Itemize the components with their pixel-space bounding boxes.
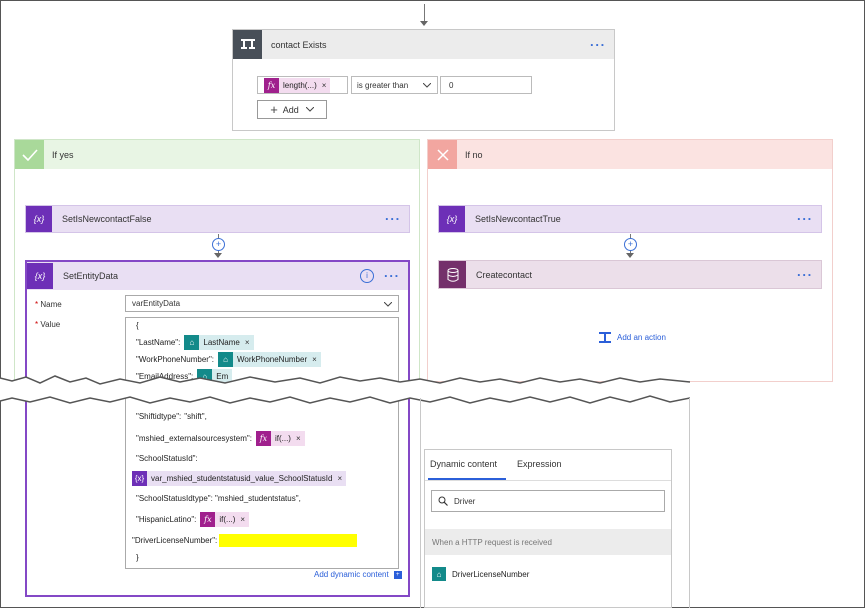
- top-connector: [424, 4, 425, 22]
- if-no-header: If no: [428, 140, 832, 169]
- json-line-schoolstatustype: "SchoolStatusIdtype": "mshied_studentsta…: [136, 494, 301, 503]
- if-no-label: If no: [465, 149, 483, 160]
- more-options-icon[interactable]: ···: [797, 267, 813, 282]
- value-editor[interactable]: { "LastName": ⌂LastName× "WorkPhoneNumbe…: [125, 317, 399, 569]
- json-line-workphone: "WorkPhoneNumber": ⌂WorkPhoneNumber×: [136, 352, 321, 367]
- fx-icon: fx: [200, 512, 216, 527]
- variable-icon: {x}: [132, 471, 147, 486]
- active-tab-indicator: [428, 478, 506, 480]
- condition-header[interactable]: contact Exists ···: [233, 30, 614, 59]
- if-yes-header: If yes: [15, 140, 419, 169]
- value-label: * Value: [35, 320, 61, 329]
- dynamic-content-panel: Dynamic content Expression Driver When a…: [424, 449, 672, 608]
- remove-token-icon[interactable]: ×: [240, 515, 246, 524]
- name-select[interactable]: varEntityData: [125, 295, 399, 312]
- chevron-down-icon: [384, 302, 392, 307]
- plus-icon: +: [270, 102, 278, 117]
- chevron-down-icon: [305, 107, 314, 112]
- fx-icon: fx: [264, 77, 279, 93]
- json-open-brace: {: [136, 321, 139, 330]
- no-arrowhead: [626, 253, 634, 258]
- insert-step-icon[interactable]: +: [212, 238, 225, 251]
- trigger-section-header: When a HTTP request is received: [425, 529, 671, 555]
- json-close-brace: }: [136, 553, 139, 562]
- schoolstatus-variable-token[interactable]: {x}var_mshied_studentstatusid_value_Scho…: [132, 471, 347, 486]
- lower-container-border: [420, 398, 690, 608]
- json-line-driverlicense: "DriverLicenseNumber":: [132, 534, 358, 547]
- remove-token-icon[interactable]: ×: [312, 355, 317, 364]
- http-trigger-icon: ⌂: [218, 352, 234, 367]
- if-yes-label: If yes: [52, 149, 74, 160]
- add-an-action-link[interactable]: Add an action: [599, 332, 666, 343]
- more-options-icon[interactable]: ···: [384, 268, 400, 284]
- add-dynamic-content-link[interactable]: Add dynamic content +: [314, 570, 402, 579]
- tab-divider: [425, 480, 671, 481]
- set-entity-data-header[interactable]: {x} SetEntityData i ···: [27, 262, 408, 290]
- chevron-down-icon: [423, 83, 431, 88]
- tab-expression[interactable]: Expression: [517, 459, 562, 469]
- info-icon[interactable]: i: [360, 269, 374, 283]
- highlighted-insert-area[interactable]: [219, 534, 358, 547]
- json-line-schoolstatus-var: {x}var_mshied_studentstatusid_value_Scho…: [132, 471, 347, 486]
- variable-icon: {x}: [439, 206, 465, 232]
- remove-token-icon[interactable]: ×: [295, 434, 301, 443]
- variable-icon: {x}: [27, 263, 53, 289]
- http-trigger-icon: ⌂: [184, 335, 200, 350]
- json-line-shift: "Shiftidtype": "shift",: [136, 412, 207, 421]
- torn-edge-splice: [0, 375, 690, 404]
- compare-value-input[interactable]: 0: [440, 76, 532, 94]
- operator-select[interactable]: is greater than: [351, 76, 438, 94]
- more-options-icon[interactable]: ···: [385, 211, 401, 227]
- check-icon: [15, 140, 44, 169]
- dynamic-content-icon: +: [393, 570, 402, 579]
- search-icon: [438, 496, 448, 506]
- workphone-token[interactable]: ⌂WorkPhoneNumber×: [218, 352, 321, 367]
- json-line-lastname: "LastName": ⌂LastName×: [136, 335, 254, 350]
- json-line-schoolstatusid: "SchoolStatusId":: [136, 454, 198, 463]
- http-trigger-icon: ⌂: [432, 567, 446, 581]
- top-arrowhead: [420, 21, 428, 26]
- variable-icon: {x}: [26, 206, 52, 232]
- add-action-icon: [599, 332, 611, 343]
- fx-icon: fx: [255, 431, 271, 446]
- database-icon: [439, 261, 466, 288]
- close-icon: [428, 140, 457, 169]
- tab-dynamic-content[interactable]: Dynamic content: [430, 459, 498, 469]
- more-options-icon[interactable]: ···: [797, 211, 813, 227]
- condition-icon: [233, 30, 262, 59]
- dynamic-search-input[interactable]: Driver: [431, 490, 665, 512]
- remove-token-icon[interactable]: ×: [337, 474, 343, 483]
- set-isnewcontact-true-card[interactable]: {x} SetIsNewcontactTrue ···: [438, 205, 822, 233]
- set-entity-data-card: {x} SetEntityData i ··· * Name varEntity…: [25, 260, 410, 597]
- lastname-token[interactable]: ⌂LastName×: [184, 335, 254, 350]
- create-contact-card[interactable]: Createcontact ···: [438, 260, 822, 289]
- name-label: * Name: [35, 300, 62, 309]
- driver-license-number-item[interactable]: ⌂ DriverLicenseNumber: [432, 567, 529, 581]
- insert-step-icon[interactable]: +: [624, 238, 637, 251]
- yes-arrowhead: [214, 253, 222, 258]
- set-isnewcontact-false-card[interactable]: {x} SetIsNewcontactFalse ···: [25, 205, 410, 233]
- remove-token-icon[interactable]: ×: [321, 80, 327, 90]
- condition-title: contact Exists: [271, 39, 327, 50]
- remove-token-icon[interactable]: ×: [244, 338, 250, 347]
- add-button[interactable]: + Add: [257, 100, 327, 119]
- condition-more-icon[interactable]: ···: [590, 37, 606, 52]
